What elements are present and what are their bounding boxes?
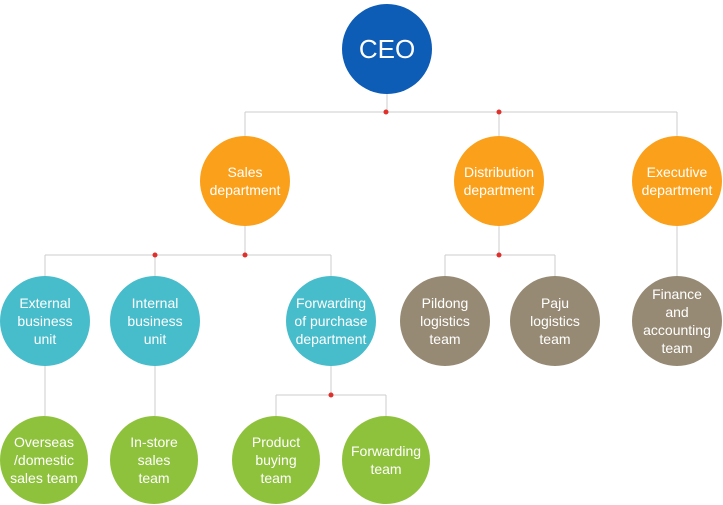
node-forwarding-purchase-department-label: Forwarding of purchase department (294, 295, 368, 347)
node-forwarding-purchase-department: Forwarding of purchase department (286, 276, 376, 366)
junction-dot (152, 252, 158, 258)
node-overseas-domestic-sales-team: Overseas /domestic sales team (0, 416, 88, 504)
node-paju-logistics-team-label: Paju logistics team (530, 295, 580, 347)
node-sales-department: Sales department (200, 136, 290, 226)
node-forwarding-team-label: Forwarding team (350, 443, 422, 477)
junction-dot (328, 392, 334, 398)
node-pildong-logistics-team-label: Pildong logistics team (420, 295, 470, 347)
node-pildong-logistics-team: Pildong logistics team (400, 276, 490, 366)
node-product-buying-team-label: Product buying team (251, 434, 301, 486)
node-external-business-unit: External business unit (0, 276, 90, 366)
node-distribution-department-label: Distribution department (463, 164, 535, 198)
node-ceo-label: CEO (358, 34, 416, 64)
junction-dot (242, 252, 248, 258)
node-internal-business-unit-label: Internal business unit (127, 295, 183, 347)
node-ceo: CEO (342, 4, 432, 94)
node-sales-department-label: Sales department (209, 164, 281, 198)
junction-dot (383, 109, 389, 115)
node-in-store-sales-team: In-store sales team (110, 416, 198, 504)
node-overseas-domestic-sales-team-label: Overseas /domestic sales team (10, 434, 78, 486)
node-executive-department: Executive department (632, 136, 722, 226)
node-distribution-department: Distribution department (454, 136, 544, 226)
node-executive-department-label: Executive department (641, 164, 713, 198)
node-internal-business-unit: Internal business unit (110, 276, 200, 366)
junction-dot (496, 252, 502, 258)
node-in-store-sales-team-label: In-store sales team (130, 434, 178, 486)
node-product-buying-team: Product buying team (232, 416, 320, 504)
junction-dot (496, 109, 502, 115)
node-paju-logistics-team: Paju logistics team (510, 276, 600, 366)
node-finance-accounting-team-label: Finance and accounting team (643, 286, 711, 356)
node-forwarding-team: Forwarding team (342, 416, 430, 504)
node-external-business-unit-label: External business unit (17, 295, 73, 347)
node-finance-accounting-team: Finance and accounting team (632, 276, 722, 366)
